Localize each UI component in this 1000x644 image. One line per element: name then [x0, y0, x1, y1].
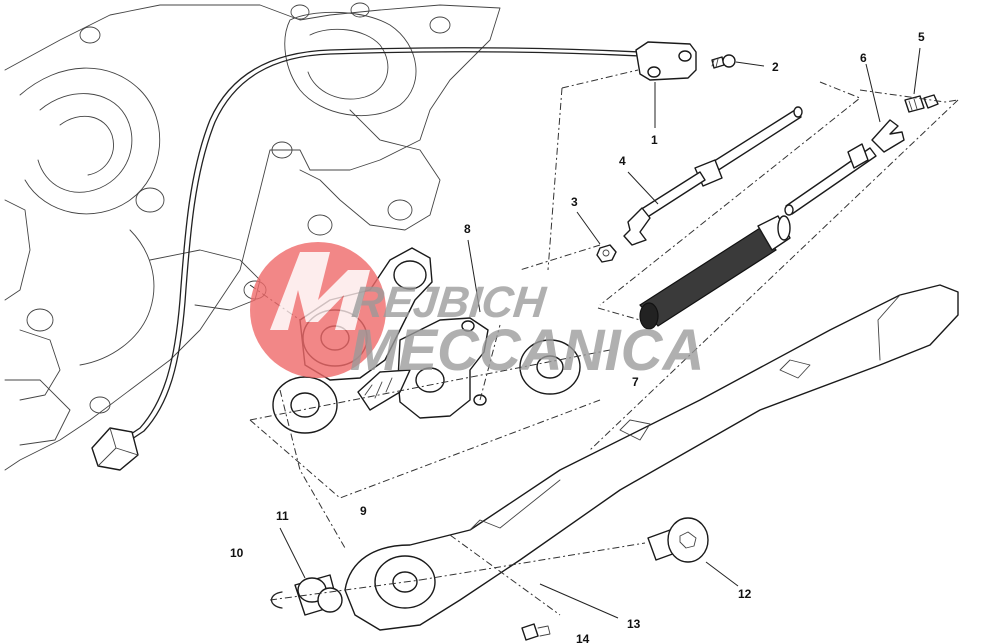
part-7-spring — [639, 215, 791, 330]
part-5-bolt — [904, 94, 939, 113]
callout-9: 9 — [360, 504, 367, 518]
callout-13: 13 — [627, 617, 641, 631]
callout-5: 5 — [918, 30, 925, 44]
watermark-logo — [250, 242, 386, 378]
callout-12: 12 — [738, 587, 752, 601]
side-stand-sensor-cable — [91, 47, 641, 471]
part-1-sensor-bracket — [635, 41, 697, 81]
part-4-rod-fork — [623, 106, 803, 246]
part-12-pivot-bolt — [647, 517, 709, 563]
callout-8: 8 — [464, 222, 471, 236]
part-6-threaded-rod — [784, 119, 905, 216]
callout-2: 2 — [772, 60, 779, 74]
callout-1: 1 — [651, 133, 658, 147]
watermark: REJBICH MECCANICA — [250, 242, 704, 383]
callout-4: 4 — [619, 154, 626, 168]
engine-crankcase — [4, 2, 501, 471]
callout-10: 10 — [230, 546, 244, 560]
callout-labels: 1 2 3 4 5 6 7 8 9 10 11 12 13 14 — [230, 30, 925, 644]
callout-7: 7 — [632, 375, 639, 389]
part-3-nut — [596, 244, 617, 263]
watermark-line-1: REJBICH — [350, 278, 549, 327]
callout-leader-lines — [279, 47, 921, 619]
assembly-axis-lines — [249, 69, 959, 616]
callout-14: 14 — [576, 632, 590, 644]
part-14-screw — [521, 623, 551, 641]
part-11-pivot-bushing — [294, 574, 343, 616]
callout-3: 3 — [571, 195, 578, 209]
callout-6: 6 — [860, 51, 867, 65]
part-9-washers — [272, 339, 581, 434]
watermark-line-2: MECCANICA — [350, 318, 704, 383]
callout-11: 11 — [276, 509, 289, 523]
part-2-screw — [711, 54, 736, 69]
